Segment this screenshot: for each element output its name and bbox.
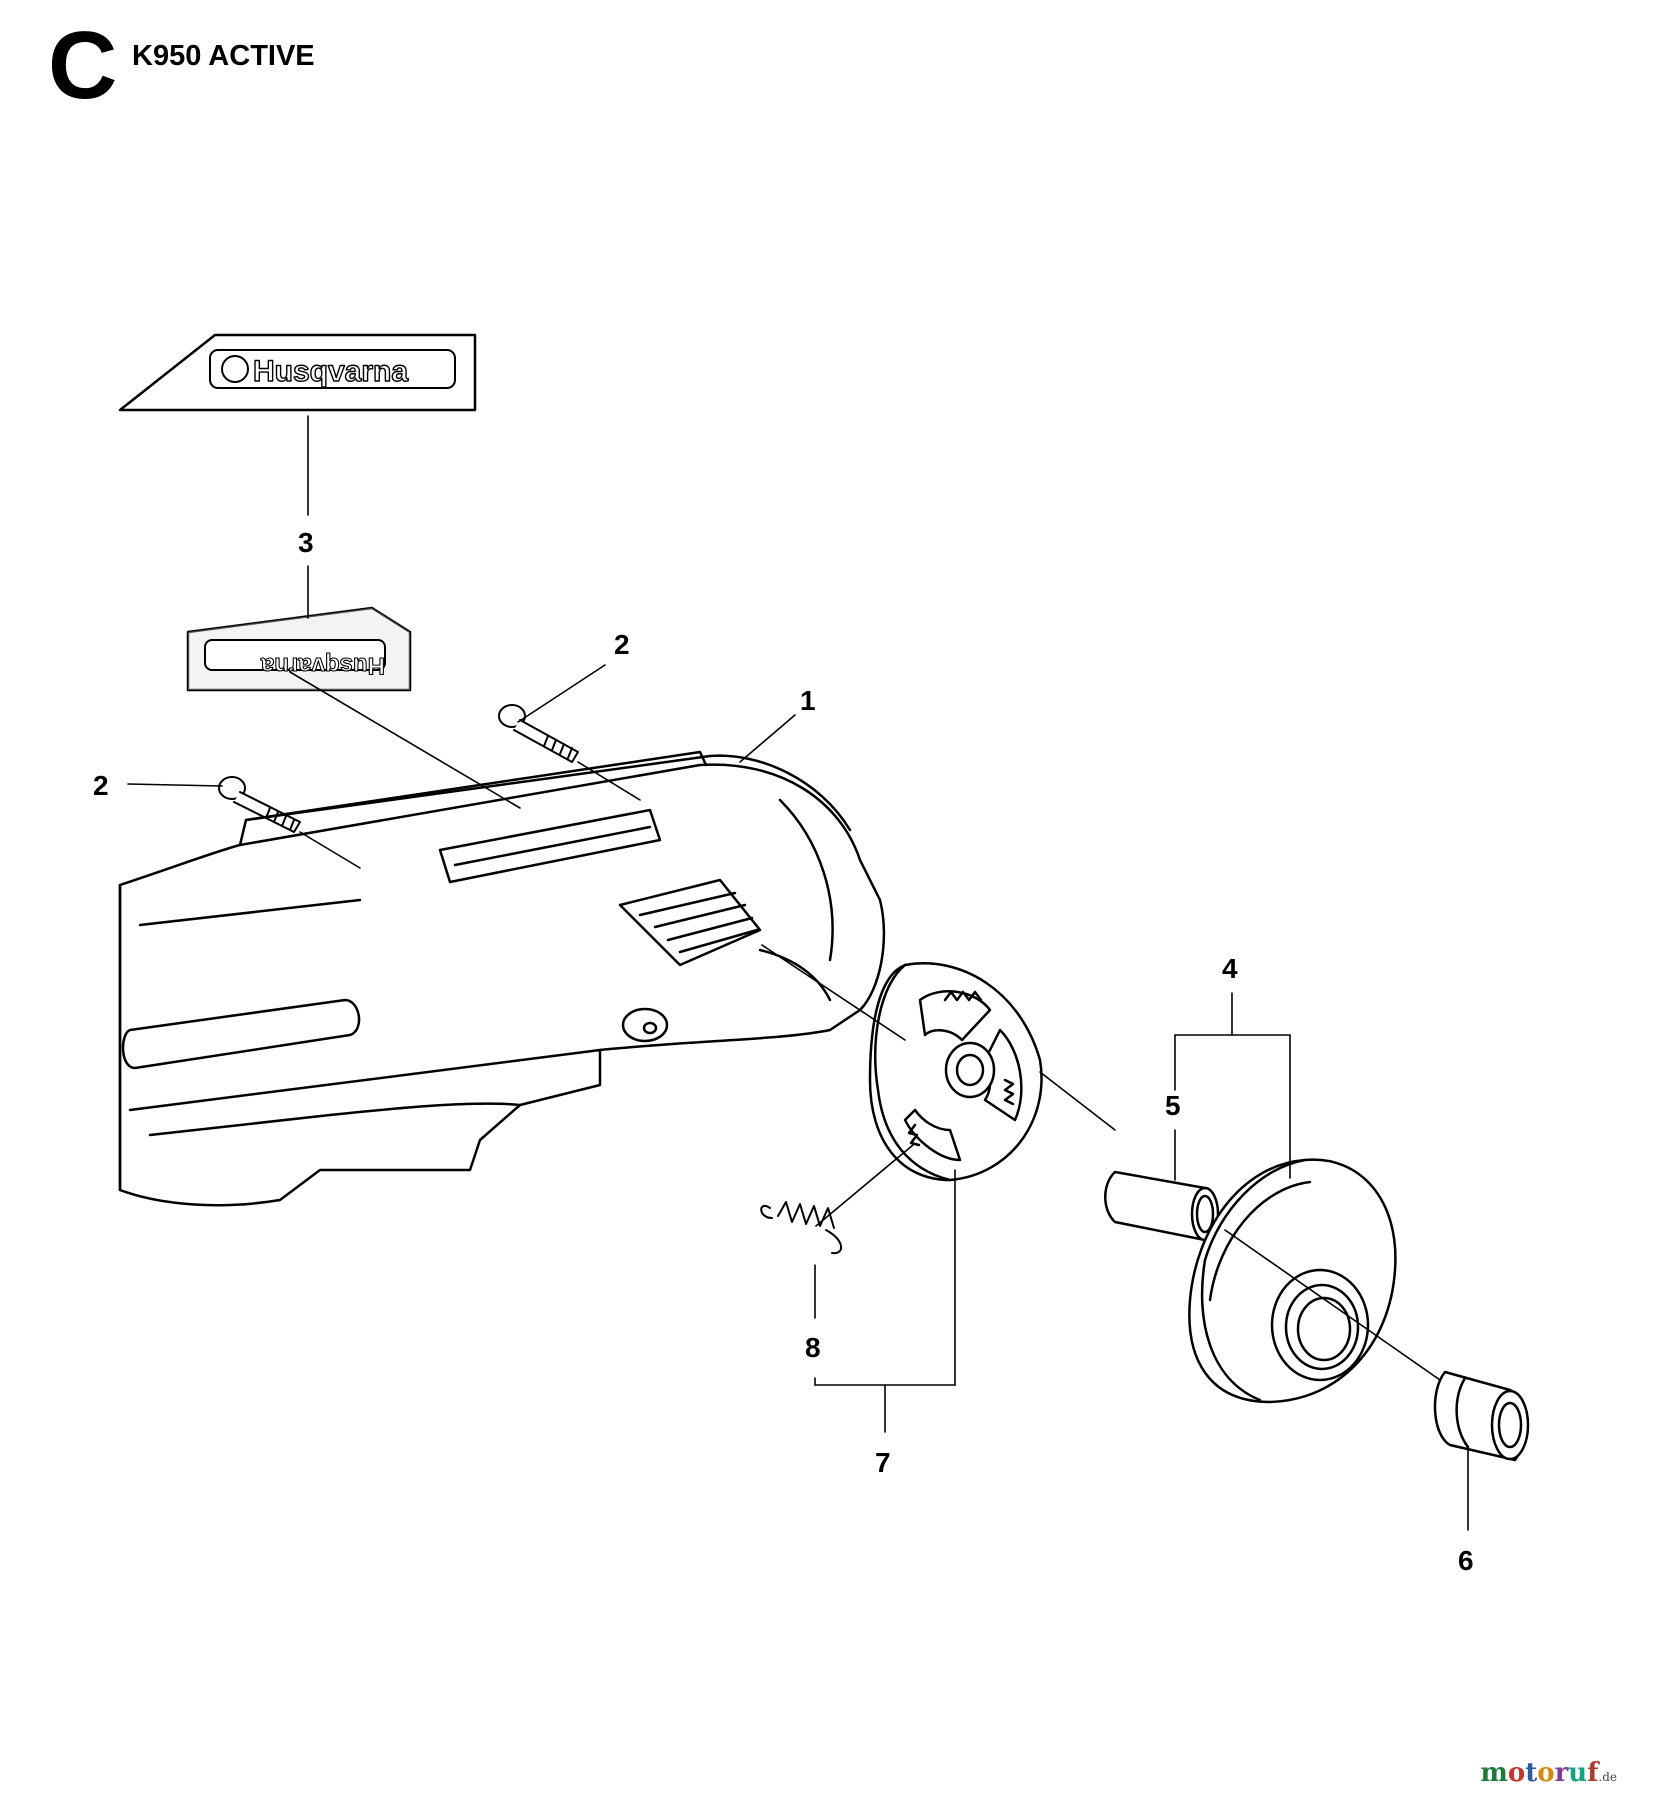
belt-guard [118,750,886,1207]
callout-2-lower: 2 [93,770,109,801]
callout-7: 7 [875,1447,891,1478]
decal-mirrored: Husqvarna [186,606,412,692]
model-title: K950 ACTIVE [132,40,315,72]
bushing [1433,1370,1530,1462]
section-letter: C [48,12,118,119]
bolt-lower [218,776,301,833]
callout-2-upper: 2 [614,629,630,660]
bolt-upper [498,704,579,763]
decal-top-brand: Husqvarna [253,355,408,388]
callout-4: 4 [1222,953,1238,984]
callout-5: 5 [1165,1090,1181,1121]
watermark-tld: .de [1598,1770,1617,1784]
leader-lines [127,415,1469,1531]
callout-6: 6 [1458,1545,1474,1576]
callout-1: 1 [800,685,816,716]
decal-top: Husqvarna [118,333,477,412]
spring [760,1201,842,1255]
callout-labels: 1 2 2 3 4 5 6 7 8 [93,527,1474,1576]
watermark-logo: motoruf.de [1480,1758,1617,1788]
clutch [868,962,1043,1182]
decal-mirrored-brand: Husqvarna [260,652,385,679]
needle-bearing [1104,1170,1220,1242]
callout-8: 8 [805,1332,821,1363]
watermark-text: motoruf [1480,1758,1599,1788]
callout-3: 3 [298,527,314,558]
clutch-drum [1188,1158,1397,1404]
